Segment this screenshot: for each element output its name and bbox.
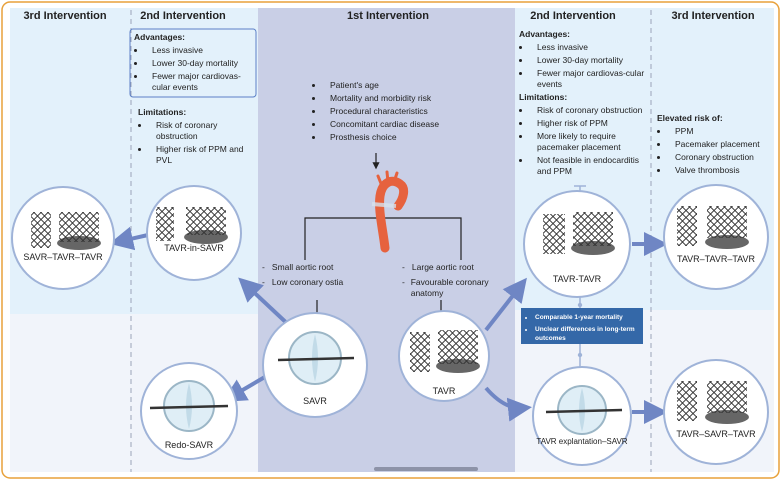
arrow-tavr-to-tavr-tavr — [484, 277, 527, 332]
factor-item: Concomitant cardiac disease — [324, 119, 472, 130]
surgical-valve-icon — [277, 331, 355, 385]
left-limitations-title: Limitations: — [138, 107, 187, 117]
valve-pair-icon — [677, 381, 749, 424]
right-limitation-item: Risk of coronary obstruction — [531, 105, 647, 116]
node-savr: SAVR — [262, 312, 368, 418]
right-limitation-item: Not feasible in endocarditis and PPM — [531, 155, 647, 177]
left-advantage-item: Fewer major cardiovas-cular events — [146, 71, 254, 93]
risk-item: Pacemaker placement — [669, 139, 775, 150]
scroll-indicator — [374, 467, 478, 471]
node-savr-tavr-tavr: SAVR–TAVR–TAVR — [11, 186, 115, 290]
valve-pair-icon — [543, 212, 615, 255]
right-branch-item: - Favourable coronary anatomy — [402, 277, 489, 298]
left-branch-list: - Small aortic root - Low coronary ostia — [262, 262, 362, 292]
factor-item: Procedural characteristics — [324, 106, 472, 117]
left-limitation-item: Risk of coronary obstruction — [150, 120, 254, 142]
right-limitation-item: Higher risk of PPM — [531, 118, 647, 129]
valve-pair-icon — [31, 212, 101, 250]
right-third-risks: Elevated risk of: PPM Pacemaker placemen… — [657, 113, 775, 178]
valve-pair-icon — [410, 330, 480, 373]
node-tavr-tavr-tavr: TAVR–TAVR–TAVR — [663, 184, 769, 290]
node-label: TAVR explantation–SAVR — [536, 437, 628, 446]
arrow-tavr-to-explantation — [484, 386, 532, 422]
left-advantages: Advantages: Less invasive Lower 30-day m… — [134, 32, 254, 95]
header-right-second: 2nd Intervention — [530, 10, 616, 22]
aorta-illustration — [371, 170, 409, 253]
header-left-third: 3rd Intervention — [23, 10, 107, 22]
left-advantage-item: Lower 30-day mortality — [146, 58, 254, 69]
right-advantage-item: Lower 30-day mortality — [531, 55, 647, 66]
factor-item: Mortality and morbidity risk — [324, 93, 472, 104]
node-label: TAVR — [432, 386, 456, 396]
left-advantage-item: Less invasive — [146, 45, 254, 56]
right-advantages: Advantages: Less invasive Lower 30-day m… — [519, 29, 647, 179]
right-advantages-title: Advantages: — [519, 29, 571, 39]
risk-item: PPM — [669, 126, 775, 137]
node-label: SAVR–TAVR–TAVR — [23, 252, 103, 262]
center-factors: Patient's age Mortality and morbidity ri… — [312, 80, 472, 145]
node-label: SAVR — [303, 396, 327, 406]
left-advantages-title: Advantages: — [134, 32, 186, 42]
node-label: TAVR-in-SAVR — [164, 243, 224, 253]
node-label: TAVR–SAVR–TAVR — [676, 429, 756, 439]
valve-pair-icon — [677, 206, 749, 249]
outcomes-note: Comparable 1-year mortality Unclear diff… — [521, 308, 643, 344]
right-limitations-title: Limitations: — [519, 92, 568, 102]
node-label: Redo-SAVR — [164, 440, 214, 450]
left-advantages-frame — [129, 28, 257, 98]
left-branch-item: - Low coronary ostia — [262, 277, 344, 287]
header-right-third: 3rd Intervention — [671, 10, 755, 22]
factor-item: Prosthesis choice — [324, 132, 472, 143]
surgical-valve-icon — [545, 385, 623, 435]
node-redo-savr: Redo-SAVR — [140, 362, 238, 460]
node-tavr-explantation-savr: TAVR explantation–SAVR — [532, 366, 632, 466]
note-item: Unclear differences in long-term outcome… — [535, 325, 637, 343]
node-tavr-tavr: TAVR-TAVR — [523, 190, 631, 298]
risk-item: Valve thrombosis — [669, 165, 775, 176]
right-branch-list: - Large aortic root - Favourable coronar… — [402, 262, 510, 303]
right-limitation-item: More likely to require pacemaker placeme… — [531, 131, 647, 153]
right-third-title: Elevated risk of: — [657, 113, 723, 123]
note-item: Comparable 1-year mortality — [535, 313, 637, 322]
node-tavr-in-savr: TAVR-in-SAVR — [146, 185, 242, 281]
valve-pair-icon — [156, 207, 228, 244]
node-label: TAVR-TAVR — [552, 274, 602, 284]
left-limitations: Limitations: Risk of coronary obstructio… — [138, 107, 254, 168]
node-tavr-savr-tavr: TAVR–SAVR–TAVR — [663, 359, 769, 465]
right-advantage-item: Fewer major cardiovas-cular events — [531, 68, 647, 90]
header-left-second: 2nd Intervention — [140, 10, 226, 22]
risk-item: Coronary obstruction — [669, 152, 775, 163]
left-branch-item: - Small aortic root — [262, 262, 334, 272]
left-limitation-item: Higher risk of PPM and PVL — [150, 144, 254, 166]
right-branch-item: - Large aortic root — [402, 262, 474, 272]
surgical-valve-icon — [149, 380, 229, 432]
right-advantage-item: Less invasive — [531, 42, 647, 53]
arrow-to-savr-tavr-tavr — [109, 226, 149, 251]
header-center-first: 1st Intervention — [347, 10, 429, 22]
node-tavr: TAVR — [398, 310, 490, 402]
node-label: TAVR–TAVR–TAVR — [676, 254, 755, 264]
factor-item: Patient's age — [324, 80, 472, 91]
